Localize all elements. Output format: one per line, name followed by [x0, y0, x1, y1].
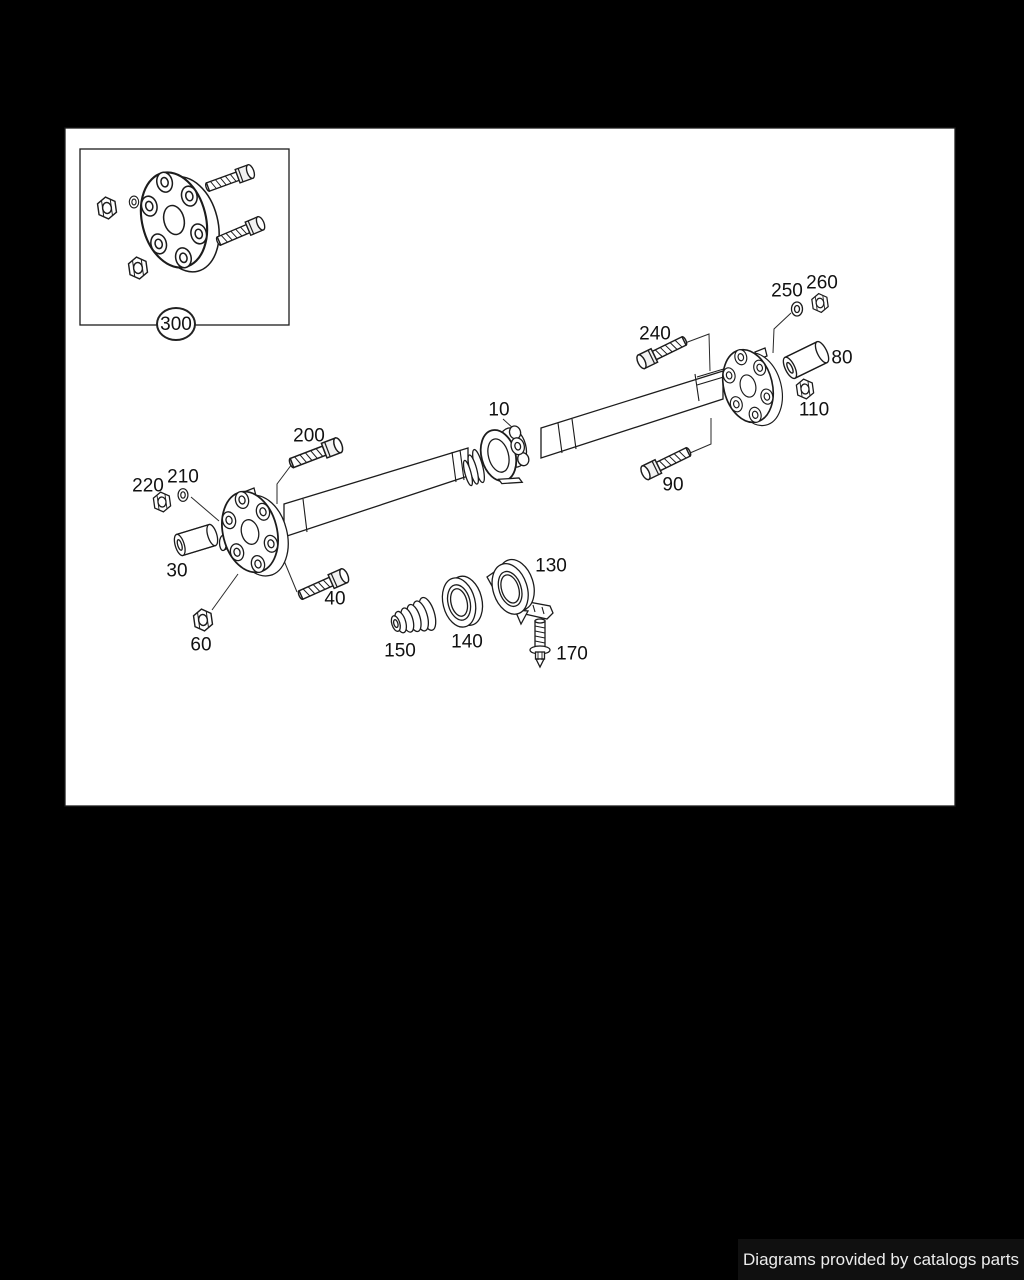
- footer-watermark: Diagrams provided by catalogs parts: [738, 1239, 1024, 1280]
- part-callout-300: 300: [156, 307, 196, 341]
- center-universal-joint: [462, 425, 530, 487]
- washer-210: [177, 488, 189, 502]
- rear-flange-flex-disc: [714, 341, 791, 434]
- bearing-bracket-130: [486, 558, 554, 626]
- rubber-boot-150: [390, 596, 437, 634]
- screw-170: [529, 618, 551, 669]
- part-callout-80: 80: [831, 347, 853, 369]
- part-callout-240: 240: [639, 323, 671, 345]
- part-callout-60: 60: [190, 634, 212, 656]
- part-callout-200: 200: [293, 425, 325, 447]
- center-bearing-140: [441, 575, 484, 628]
- part-callout-260: 260: [806, 272, 838, 294]
- washer-250: [790, 301, 804, 317]
- part-callout-110: 110: [798, 399, 830, 421]
- part-callout-10: 10: [488, 399, 510, 421]
- part-callout-90: 90: [662, 474, 684, 496]
- front-flange-flex-disc: [212, 482, 298, 586]
- leader-lines: [190, 312, 792, 611]
- part-callout-210: 210: [167, 466, 199, 488]
- part-callout-140: 140: [451, 631, 483, 653]
- part-callout-40: 40: [324, 588, 346, 610]
- part-callout-130: 130: [535, 555, 567, 577]
- footer-text: Diagrams provided by catalogs parts: [743, 1249, 1019, 1269]
- part-callout-220: 220: [132, 475, 164, 497]
- part-callout-150: 150: [384, 640, 416, 662]
- inset-washer: [128, 195, 140, 209]
- part-callout-30: 30: [166, 560, 188, 582]
- propeller-shaft-rear-tube: [540, 367, 728, 459]
- part-callout-170: 170: [556, 643, 588, 665]
- part-callout-250: 250: [771, 280, 803, 302]
